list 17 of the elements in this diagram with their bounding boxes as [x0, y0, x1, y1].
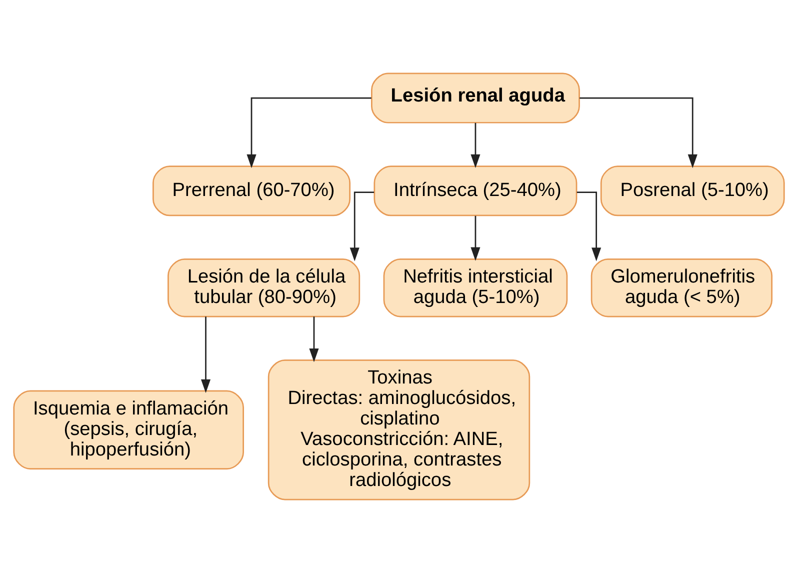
node-box: Lesión de la célula tubular (80-90%)	[168, 258, 360, 317]
arrow	[246, 96, 372, 168]
node-box: Glomerulonefritis aguda (< 5%)	[590, 258, 772, 317]
node-box: Prerrenal (60-70%)	[152, 165, 351, 216]
arrow	[580, 96, 698, 168]
node-box: Intrínseca (25-40%)	[374, 165, 578, 216]
arrow	[470, 215, 480, 260]
node-box: Isquemia e inflamación (sepsis, cirugía, hipoperfusión)	[13, 390, 244, 469]
arrow	[200, 316, 211, 393]
arrow	[576, 191, 602, 261]
node-box: Posrenal (5-10%)	[600, 165, 785, 216]
arrow	[309, 316, 319, 362]
arrow	[470, 122, 480, 168]
node-box: Lesión renal aguda	[371, 72, 580, 123]
node-box: Toxinas Directas: aminoglucósidos, cisplatino Vasoconstricción: AINE, ciclosporina, contrastes radiológicos	[268, 359, 530, 500]
arrow	[350, 191, 374, 261]
node-box: Nefritis intersticial aguda (5-10%)	[383, 258, 568, 317]
